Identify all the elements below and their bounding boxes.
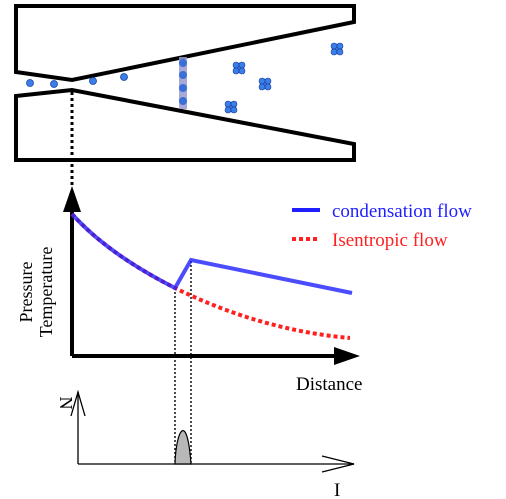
nozzle-upper-wall	[14, 4, 356, 83]
dist-y-arrow	[70, 389, 86, 417]
dist-y-label: N	[56, 397, 76, 410]
distribution-axes	[70, 389, 355, 473]
main-y-label-pressure: Pressure	[16, 262, 36, 323]
droplet-cluster	[330, 42, 344, 56]
droplet-cluster	[232, 61, 246, 75]
zone-particle	[179, 97, 187, 105]
nozzle	[14, 4, 356, 162]
zone-particle	[179, 71, 187, 79]
dist-x-label: I	[334, 480, 340, 499]
droplet-clusters	[224, 42, 344, 114]
zone-particle	[179, 84, 187, 92]
guide-lines	[174, 261, 192, 464]
zone-particle	[179, 59, 187, 67]
condensation-curve	[70, 212, 353, 295]
isentropic-curve	[70, 212, 351, 340]
condensation-zone	[179, 57, 187, 109]
main-plot-axes	[63, 186, 360, 365]
particle	[50, 80, 58, 88]
legend-isentropic-label: Isentropic flow	[332, 230, 448, 251]
droplet-size-distribution	[174, 429, 192, 465]
nozzle-lower-wall	[14, 87, 356, 162]
particle	[120, 73, 128, 81]
small-particles	[26, 73, 128, 88]
particle	[89, 77, 97, 85]
condensation-band	[179, 57, 187, 109]
droplet-cluster	[258, 77, 272, 91]
legend-condensation-label: condensation flow	[332, 201, 472, 222]
main-x-label: Distance	[296, 374, 362, 395]
main-y-arrow	[63, 186, 81, 212]
main-x-arrow	[334, 347, 360, 365]
main-y-label-temperature: Temperature	[36, 247, 56, 338]
dist-x-arrow	[321, 455, 355, 473]
particle	[26, 79, 34, 87]
droplet-cluster	[224, 100, 238, 114]
legend: condensation flow Isentropic flow	[292, 201, 472, 251]
